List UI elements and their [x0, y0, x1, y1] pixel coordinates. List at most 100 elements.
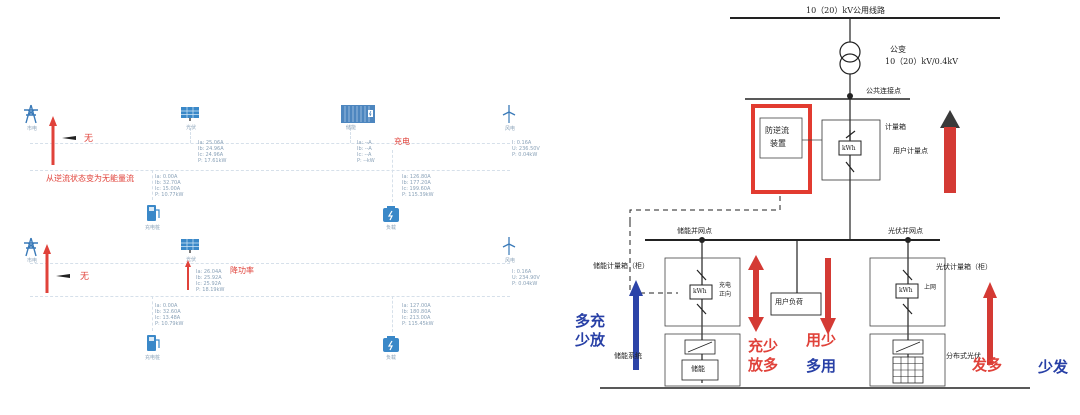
reading: P: 17.61kW: [198, 158, 227, 164]
bottom-load-line: [392, 296, 393, 332]
meter-box-label: 计量箱: [885, 123, 906, 131]
top-grid-label: 市电: [27, 126, 38, 132]
reading: P: 115.39kW: [402, 192, 434, 198]
load-icon: [383, 336, 399, 352]
reading: Ic: 13.48A: [155, 315, 181, 321]
bottom-bus-line: [30, 263, 510, 264]
reading: Ib: 32.60A: [155, 309, 181, 315]
upload-label: 上网: [924, 284, 937, 291]
reading: Ia: --A: [357, 140, 372, 146]
charge-dir-label-1: 充电: [719, 282, 732, 289]
bottom-charger-line: [152, 296, 153, 331]
load-icon: [383, 206, 399, 222]
top-note: 从逆流状态变为无能量流: [46, 174, 134, 183]
storage-meter-box-label: 储能计量箱（柜）: [593, 262, 649, 270]
top-storage-status: 充电: [394, 137, 410, 146]
kwh-meter-pv: kWh: [899, 287, 913, 294]
reading: Ib: 25.92A: [196, 275, 222, 281]
storage-container-icon: [341, 105, 375, 123]
reading: Ib: --A: [357, 146, 372, 152]
storage-point-label: 储能并网点: [677, 227, 712, 235]
wind-turbine-icon: [502, 237, 516, 255]
reading: Ib: 177.20A: [402, 180, 431, 186]
reading: Ib: 180.80A: [402, 309, 431, 315]
user-load-label: 用户负荷: [775, 298, 803, 306]
reading: Ic: 25.92A: [196, 281, 222, 287]
pv-point-label: 光伏并网点: [888, 227, 923, 235]
more-charge-label: 多充: [575, 312, 606, 330]
top-storage-line: [350, 128, 351, 143]
reading: P: --kW: [357, 158, 375, 164]
kwh-meter-main: kWh: [842, 145, 856, 152]
top-grid-status: 无: [84, 134, 94, 144]
reading: Ia: 25.06A: [198, 140, 224, 146]
anti-backflow-label-1: 防逆流: [765, 126, 789, 135]
reading: P: 0.04kW: [512, 152, 538, 158]
bottom-grid-arrow: [43, 244, 70, 293]
user-meter-point-label: 用户计量点: [893, 147, 928, 155]
line-title: 10（20）kV公用线路: [806, 6, 885, 15]
reading: Ib: 32.70A: [155, 180, 181, 186]
bottom-pv-status: 降功率: [230, 266, 254, 275]
top-charger-label: 充电桩: [145, 225, 161, 231]
reading: Ia: 126.80A: [402, 174, 431, 180]
top-bus-line: [30, 143, 510, 144]
solar-panel-icon: [181, 239, 199, 253]
pv-meter-box-label: 光伏计量箱（柜）: [936, 263, 992, 271]
single-line-diagram: [600, 17, 1030, 389]
bottom-pv-label: 光伏: [186, 257, 197, 263]
bottom-mid-line: [30, 296, 510, 297]
reading: I: 0.16A: [512, 269, 532, 275]
charger-icon: [147, 205, 160, 221]
more-discharge-label: 放多: [748, 356, 779, 374]
less-gen-label: 少发: [1038, 358, 1069, 376]
reading: U: 234.90V: [512, 275, 540, 281]
solar-panel-icon: [181, 107, 199, 121]
pv-system-label: 分布式光伏: [946, 352, 981, 360]
reading: P: 10.79kW: [155, 321, 184, 327]
wind-turbine-icon: [502, 105, 516, 123]
reading: Ic: --A: [357, 152, 372, 158]
grid-tower-icon: [24, 237, 38, 257]
transformer-rating: 10（20）kV/0.4kV: [885, 57, 959, 66]
reading: Ic: 199.60A: [402, 186, 431, 192]
bottom-grid-label: 市电: [27, 258, 38, 264]
top-load-line: [392, 150, 393, 202]
reading: P: 18.19kW: [196, 287, 225, 293]
less-discharge-label: 少放: [575, 331, 606, 349]
reading: Ic: 15.00A: [155, 186, 181, 192]
charger-icon: [147, 335, 160, 351]
top-wind-label: 风电: [505, 126, 516, 132]
reading: Ia: 127.00A: [402, 303, 431, 309]
bottom-charger-label: 充电桩: [145, 355, 161, 361]
top-load-label: 负载: [386, 225, 397, 231]
top-charger-line: [152, 170, 153, 200]
reading: P: 0.04kW: [512, 281, 538, 287]
reading: Ia: 26.04A: [196, 269, 222, 275]
reading: P: 10.77kW: [155, 192, 184, 198]
more-gen-label: 发多: [972, 356, 1003, 374]
transformer-title: 公变: [890, 45, 906, 54]
reading: Ia: 0.00A: [155, 303, 178, 309]
reading: Ic: 24.96A: [198, 152, 224, 158]
reading: Ia: 0.00A: [155, 174, 178, 180]
public-point-label: 公共连接点: [866, 87, 901, 95]
reading: U: 236.50V: [512, 146, 540, 152]
charge-dir-label-2: 正向: [719, 291, 732, 298]
reading: Ib: 24.96A: [198, 146, 224, 152]
reading: Ic: 213.00A: [402, 315, 431, 321]
top-pv-label: 光伏: [186, 125, 197, 131]
less-use-label: 用少: [806, 331, 837, 349]
grid-tower-icon: [24, 104, 38, 124]
reading: I: 0.16A: [512, 140, 532, 146]
bottom-pv-arrow: [185, 260, 191, 290]
top-storage-label: 储能: [346, 125, 357, 131]
reading: P: 115.45kW: [402, 321, 434, 327]
bottom-wind-label: 风电: [505, 258, 516, 264]
top-mid-line: [30, 170, 510, 171]
storage-system-label: 储能系统: [614, 352, 642, 360]
more-use-label: 多用: [806, 357, 837, 375]
anti-backflow-label-2: 装置: [770, 139, 786, 148]
kwh-meter-storage: kWh: [693, 288, 707, 295]
bottom-grid-status: 无: [80, 272, 90, 282]
